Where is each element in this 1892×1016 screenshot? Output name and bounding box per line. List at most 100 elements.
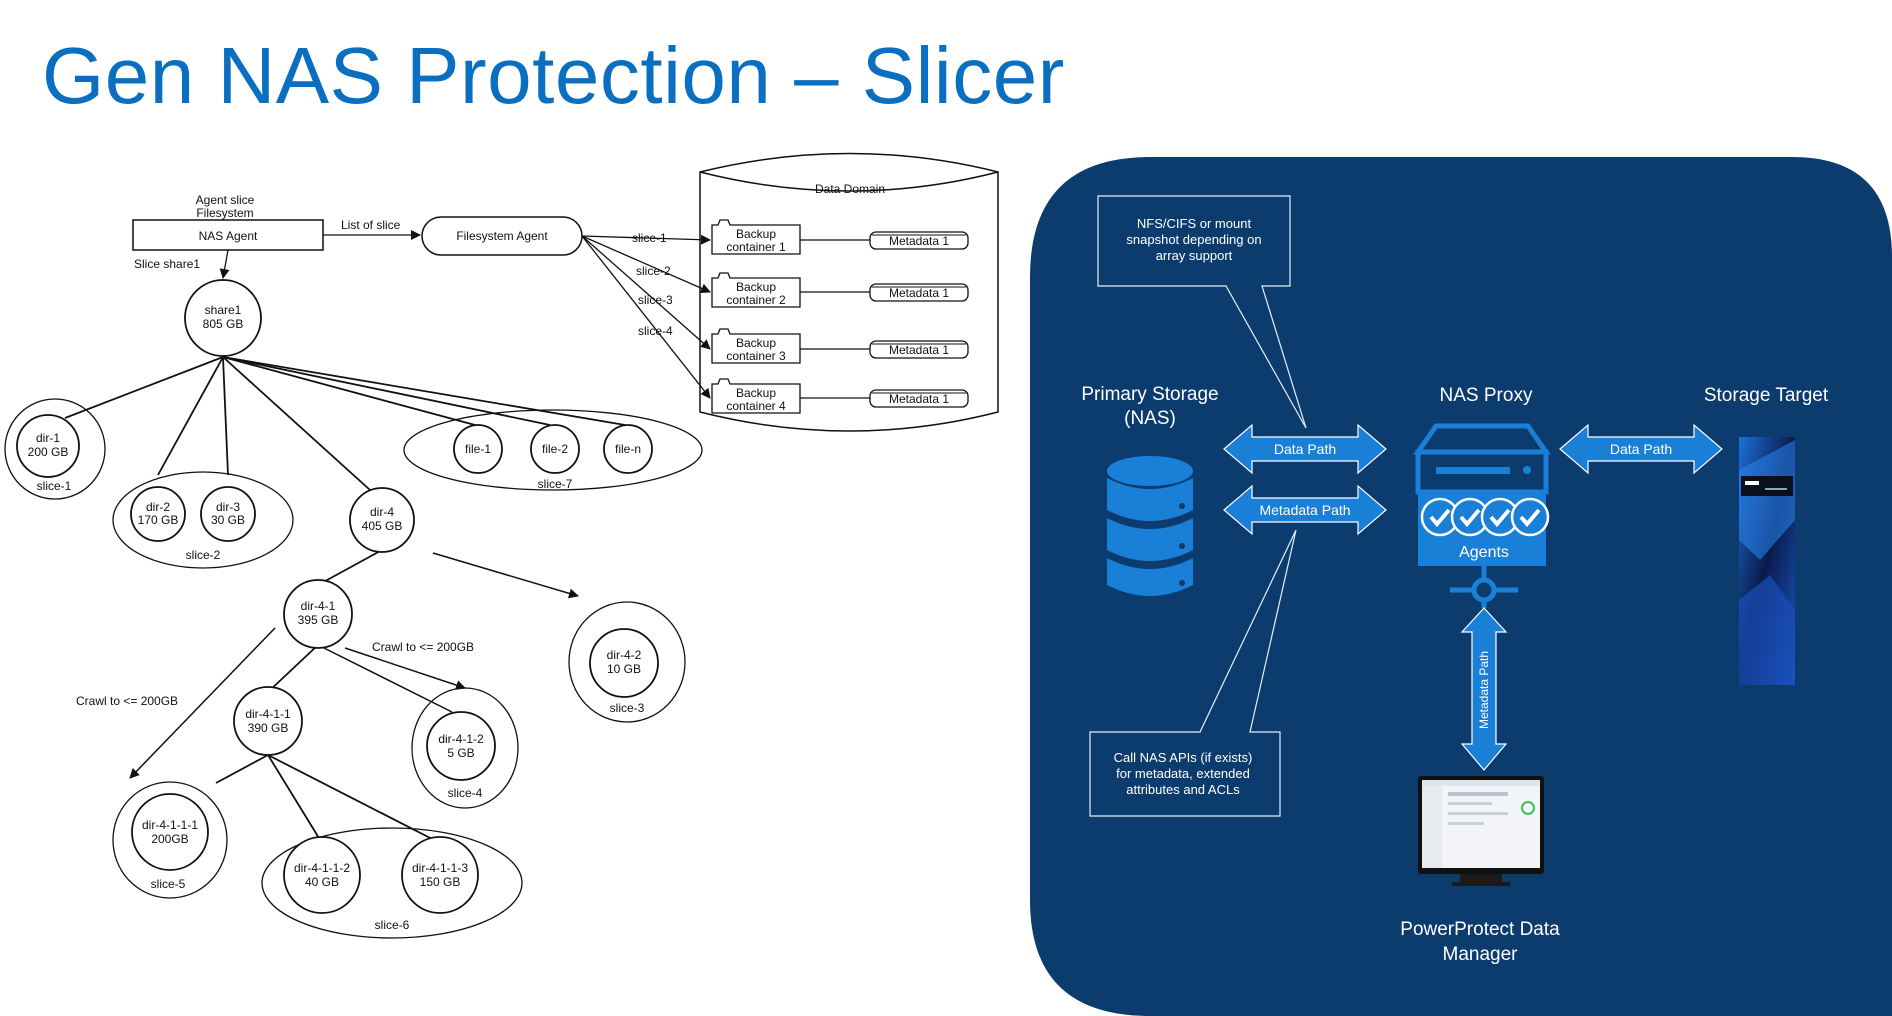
node-dir-1: dir-1 200 GB <box>16 414 80 478</box>
svg-text:405 GB: 405 GB <box>362 519 403 533</box>
agent-slice-filesystem-label: Filesystem <box>196 206 253 220</box>
slice-7-label: slice-7 <box>538 477 573 491</box>
slice-4-label: slice-4 <box>448 786 483 800</box>
svg-text:dir-2: dir-2 <box>146 500 170 514</box>
node-dir-4-1-2: dir-4-1-2 5 GB <box>426 711 496 781</box>
node-dir-4-1-1: dir-4-1-1 390 GB <box>233 686 303 756</box>
svg-text:170 GB: 170 GB <box>138 513 179 527</box>
svg-text:Backup: Backup <box>736 227 776 241</box>
slice-groups <box>4 398 703 939</box>
nas-agent-label: NAS Agent <box>199 229 258 243</box>
metadata-box-3 <box>869 340 969 359</box>
node-dir-4-1: dir-4-1 395 GB <box>283 579 353 649</box>
agent-slice-label: Agent slice <box>196 193 255 207</box>
svg-text:array support: array support <box>1156 248 1233 263</box>
svg-text:150 GB: 150 GB <box>420 875 461 889</box>
svg-text:file-1: file-1 <box>465 442 491 456</box>
page-title: Gen NAS Protection – Slicer <box>42 31 1065 120</box>
metadata-path-arrow: Metadata Path <box>1223 484 1387 536</box>
svg-text:dir-3: dir-3 <box>216 500 240 514</box>
svg-text:395 GB: 395 GB <box>298 613 339 627</box>
svg-text:dir-4-1-1: dir-4-1-1 <box>245 707 291 721</box>
slice-2-edge-label: slice-2 <box>636 264 671 278</box>
svg-text:Metadata 1: Metadata 1 <box>889 343 949 357</box>
metadata-box-1 <box>869 231 969 250</box>
architecture-panel: NFS/CIFS or mount snapshot depending on … <box>1030 157 1892 1016</box>
svg-text:Call NAS APIs (if exists): Call NAS APIs (if exists) <box>1114 750 1253 765</box>
metadata-box-2 <box>869 283 969 302</box>
svg-text:Data Path: Data Path <box>1610 441 1672 457</box>
svg-text:805 GB: 805 GB <box>203 317 244 331</box>
svg-text:200GB: 200GB <box>151 832 188 846</box>
network-connector-icon <box>1450 566 1518 608</box>
node-file-2: file-2 <box>530 424 580 474</box>
svg-text:dir-4-1-1-3: dir-4-1-1-3 <box>412 861 468 875</box>
svg-text:dir-4-1-2: dir-4-1-2 <box>438 732 484 746</box>
node-dir-4-1-1-3: dir-4-1-1-3 150 GB <box>401 836 479 914</box>
svg-text:dir-4: dir-4 <box>370 505 394 519</box>
crawl-label-1: Crawl to <= 200GB <box>372 640 474 654</box>
crawl-label-2: Crawl to <= 200GB <box>76 694 178 708</box>
data-path-arrow-1: Data Path <box>1223 423 1387 475</box>
svg-text:Metadata 1: Metadata 1 <box>889 392 949 406</box>
svg-text:snapshot depending on: snapshot depending on <box>1126 232 1261 247</box>
data-domain-label: Data Domain <box>815 182 885 196</box>
svg-text:10 GB: 10 GB <box>607 662 641 676</box>
svg-text:container 1: container 1 <box>726 240 786 254</box>
agents-label: Agents <box>1459 544 1509 561</box>
metadata-box-4 <box>869 389 969 408</box>
node-file-1: file-1 <box>453 424 503 474</box>
slice-arrows <box>581 234 711 399</box>
tree-edges <box>64 356 626 844</box>
metadata-path-vertical-arrow: Metadata Path <box>1460 607 1508 771</box>
svg-text:attributes and ACLs: attributes and ACLs <box>1126 782 1240 797</box>
svg-text:container 4: container 4 <box>726 399 786 413</box>
backup-container-3: Backup container 3 Metadata 1 <box>711 328 969 364</box>
svg-text:file-2: file-2 <box>542 442 568 456</box>
storage-target-label: Storage Target <box>1704 385 1829 406</box>
list-of-slice-label: List of slice <box>341 218 401 232</box>
ppdm-label-line2: Manager <box>1443 944 1519 965</box>
svg-text:40 GB: 40 GB <box>305 875 339 889</box>
svg-text:dir-4-2: dir-4-2 <box>607 648 642 662</box>
svg-text:dir-1: dir-1 <box>36 431 60 445</box>
svg-text:dir-4-1-1-1: dir-4-1-1-1 <box>142 818 198 832</box>
svg-text:Backup: Backup <box>736 280 776 294</box>
slice-1-edge-label: slice-1 <box>632 231 667 245</box>
svg-text:390 GB: 390 GB <box>248 721 289 735</box>
filesystem-agent-label: Filesystem Agent <box>456 229 548 243</box>
data-path-arrow-2: Data Path <box>1559 423 1723 475</box>
svg-text:container 3: container 3 <box>726 349 786 363</box>
svg-text:container 2: container 2 <box>726 293 786 307</box>
bottom-callout: Call NAS APIs (if exists) for metadata, … <box>1089 529 1297 817</box>
slice-6-label: slice-6 <box>375 918 410 932</box>
database-icon <box>1107 456 1193 596</box>
node-dir-4-2: dir-4-2 10 GB <box>589 628 659 698</box>
slice-3-edge-label: slice-3 <box>638 293 673 307</box>
nas-agent-box <box>132 219 324 251</box>
slice-share1-label: Slice share1 <box>134 257 200 271</box>
svg-text:file-n: file-n <box>615 442 641 456</box>
svg-text:5 GB: 5 GB <box>447 746 474 760</box>
svg-text:dir-4-1-1-2: dir-4-1-1-2 <box>294 861 350 875</box>
crawl-arrows <box>129 552 579 779</box>
svg-text:Data Path: Data Path <box>1274 441 1336 457</box>
agents-checkmarks <box>1420 497 1550 537</box>
svg-text:Metadata 1: Metadata 1 <box>889 234 949 248</box>
backup-container-2: Backup container 2 Metadata 1 <box>711 272 969 308</box>
primary-storage-label: Primary Storage <box>1081 384 1218 405</box>
storage-target-appliance-icon <box>1739 437 1795 685</box>
slice-3-label: slice-3 <box>610 701 645 715</box>
svg-text:Metadata Path: Metadata Path <box>1259 502 1350 518</box>
node-dir-4-1-1-2: dir-4-1-1-2 40 GB <box>283 836 361 914</box>
node-share1: share1 805 GB <box>184 279 262 357</box>
slice-share1-arrow <box>219 249 230 279</box>
node-dir-3: dir-3 30 GB <box>200 486 256 542</box>
svg-text:share1: share1 <box>205 303 242 317</box>
svg-text:for metadata, extended: for metadata, extended <box>1116 766 1250 781</box>
top-callout: NFS/CIFS or mount snapshot depending on … <box>1097 195 1307 429</box>
svg-text:Backup: Backup <box>736 386 776 400</box>
ppdm-monitor-icon <box>1418 776 1544 886</box>
node-dir-4: dir-4 405 GB <box>349 487 415 553</box>
svg-text:Metadata Path: Metadata Path <box>1477 651 1491 729</box>
